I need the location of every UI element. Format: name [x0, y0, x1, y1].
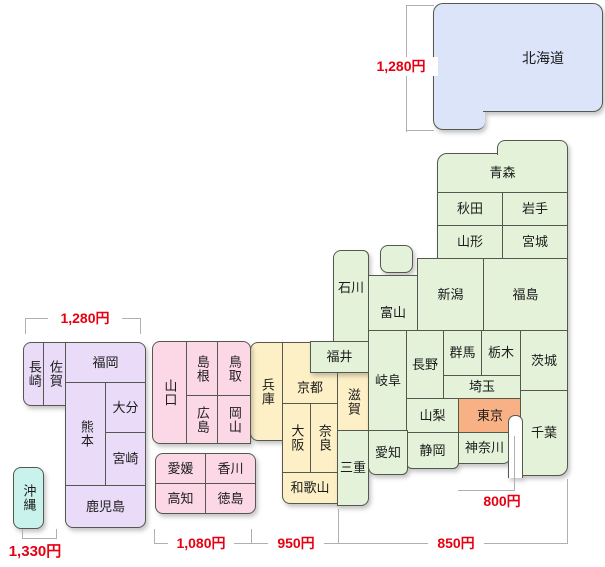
pref-tottori: 鳥取 [217, 341, 251, 396]
pref-oita: 大分 [105, 382, 146, 433]
bracket-okinawa [22, 538, 57, 539]
pref-nagasaki: 長崎 [23, 342, 45, 406]
pref-hokkaido-body [483, 3, 603, 112]
pref-iwate: 岩手 [502, 192, 568, 226]
tokyo-bay-inlet [508, 415, 523, 478]
bracket-1080-tick-left [154, 529, 155, 544]
price-label-hokkaido: 1,280円 [364, 57, 438, 76]
price-label-okinawa: 1,330円 [8, 543, 62, 560]
pref-hokkaido-peninsula [433, 3, 485, 130]
bracket-kyushu-tick-right [140, 318, 141, 334]
pref-ibaraki: 茨城 [520, 330, 568, 391]
bracket-850-tick [567, 479, 568, 544]
pref-shizuoka: 静岡 [406, 432, 459, 469]
pref-fukui: 福井 [310, 341, 369, 373]
pref-hiroshima: 広島 [186, 395, 218, 444]
pref-hokkaido-label: 北海道 [522, 49, 564, 66]
bracket-800-tick [514, 436, 515, 491]
pref-fukushima: 福島 [483, 258, 568, 331]
bracket-okinawa-tick-right [56, 529, 57, 539]
pref-toyama: 富山 [368, 275, 418, 331]
pref-yamaguchi: 山口 [152, 341, 187, 444]
pref-kagoshima: 鹿児島 [65, 485, 146, 528]
pref-miyazaki: 宮崎 [105, 432, 146, 486]
pref-nara: 奈良 [310, 403, 338, 473]
pref-aomori: 青森 [437, 153, 568, 193]
bracket-hokkaido-tick-bottom [406, 130, 434, 131]
pref-saga: 佐賀 [43, 342, 67, 406]
pref-wakayama: 和歌山 [282, 472, 338, 504]
pref-chiba: 千葉 [520, 390, 568, 476]
price-label-chugoku-shikoku: 1,080円 [168, 534, 234, 553]
pref-kochi: 高知 [155, 483, 206, 514]
pref-miyagi: 宮城 [502, 225, 568, 259]
price-label-east-honshu: 850円 [428, 534, 484, 553]
pref-shiga: 滋賀 [337, 372, 369, 431]
pref-tochigi: 栃木 [481, 330, 521, 376]
pref-sado-island [380, 245, 413, 273]
pref-gunma: 群馬 [443, 330, 482, 376]
bracket-800 [458, 490, 515, 491]
pref-kagawa: 香川 [205, 453, 256, 484]
pref-mie: 三重 [337, 430, 369, 506]
pref-fukuoka: 福岡 [65, 342, 146, 383]
bracket-okinawa-tick-left [22, 529, 23, 539]
pref-nagano: 長野 [406, 330, 444, 399]
pref-tokushima: 徳島 [205, 483, 256, 514]
price-label-tokyo: 800円 [483, 493, 521, 509]
pref-okinawa: 沖縄 [13, 467, 44, 529]
pref-kanagawa: 神奈川 [458, 432, 511, 464]
pref-hyogo: 兵庫 [250, 342, 284, 441]
price-label-kyushu: 1,280円 [48, 309, 122, 328]
bracket-kyushu-tick-left [25, 318, 26, 334]
bracket-950-tick [338, 509, 339, 544]
bracket-1080-tick-right [251, 529, 252, 544]
pref-okayama: 岡山 [217, 395, 251, 444]
bracket-hokkaido-tick-top [406, 5, 434, 6]
pref-aichi: 愛知 [368, 430, 408, 475]
price-label-kansai: 950円 [268, 534, 324, 553]
pref-aomori-peninsula [497, 140, 568, 155]
pref-ehime: 愛媛 [155, 453, 206, 484]
